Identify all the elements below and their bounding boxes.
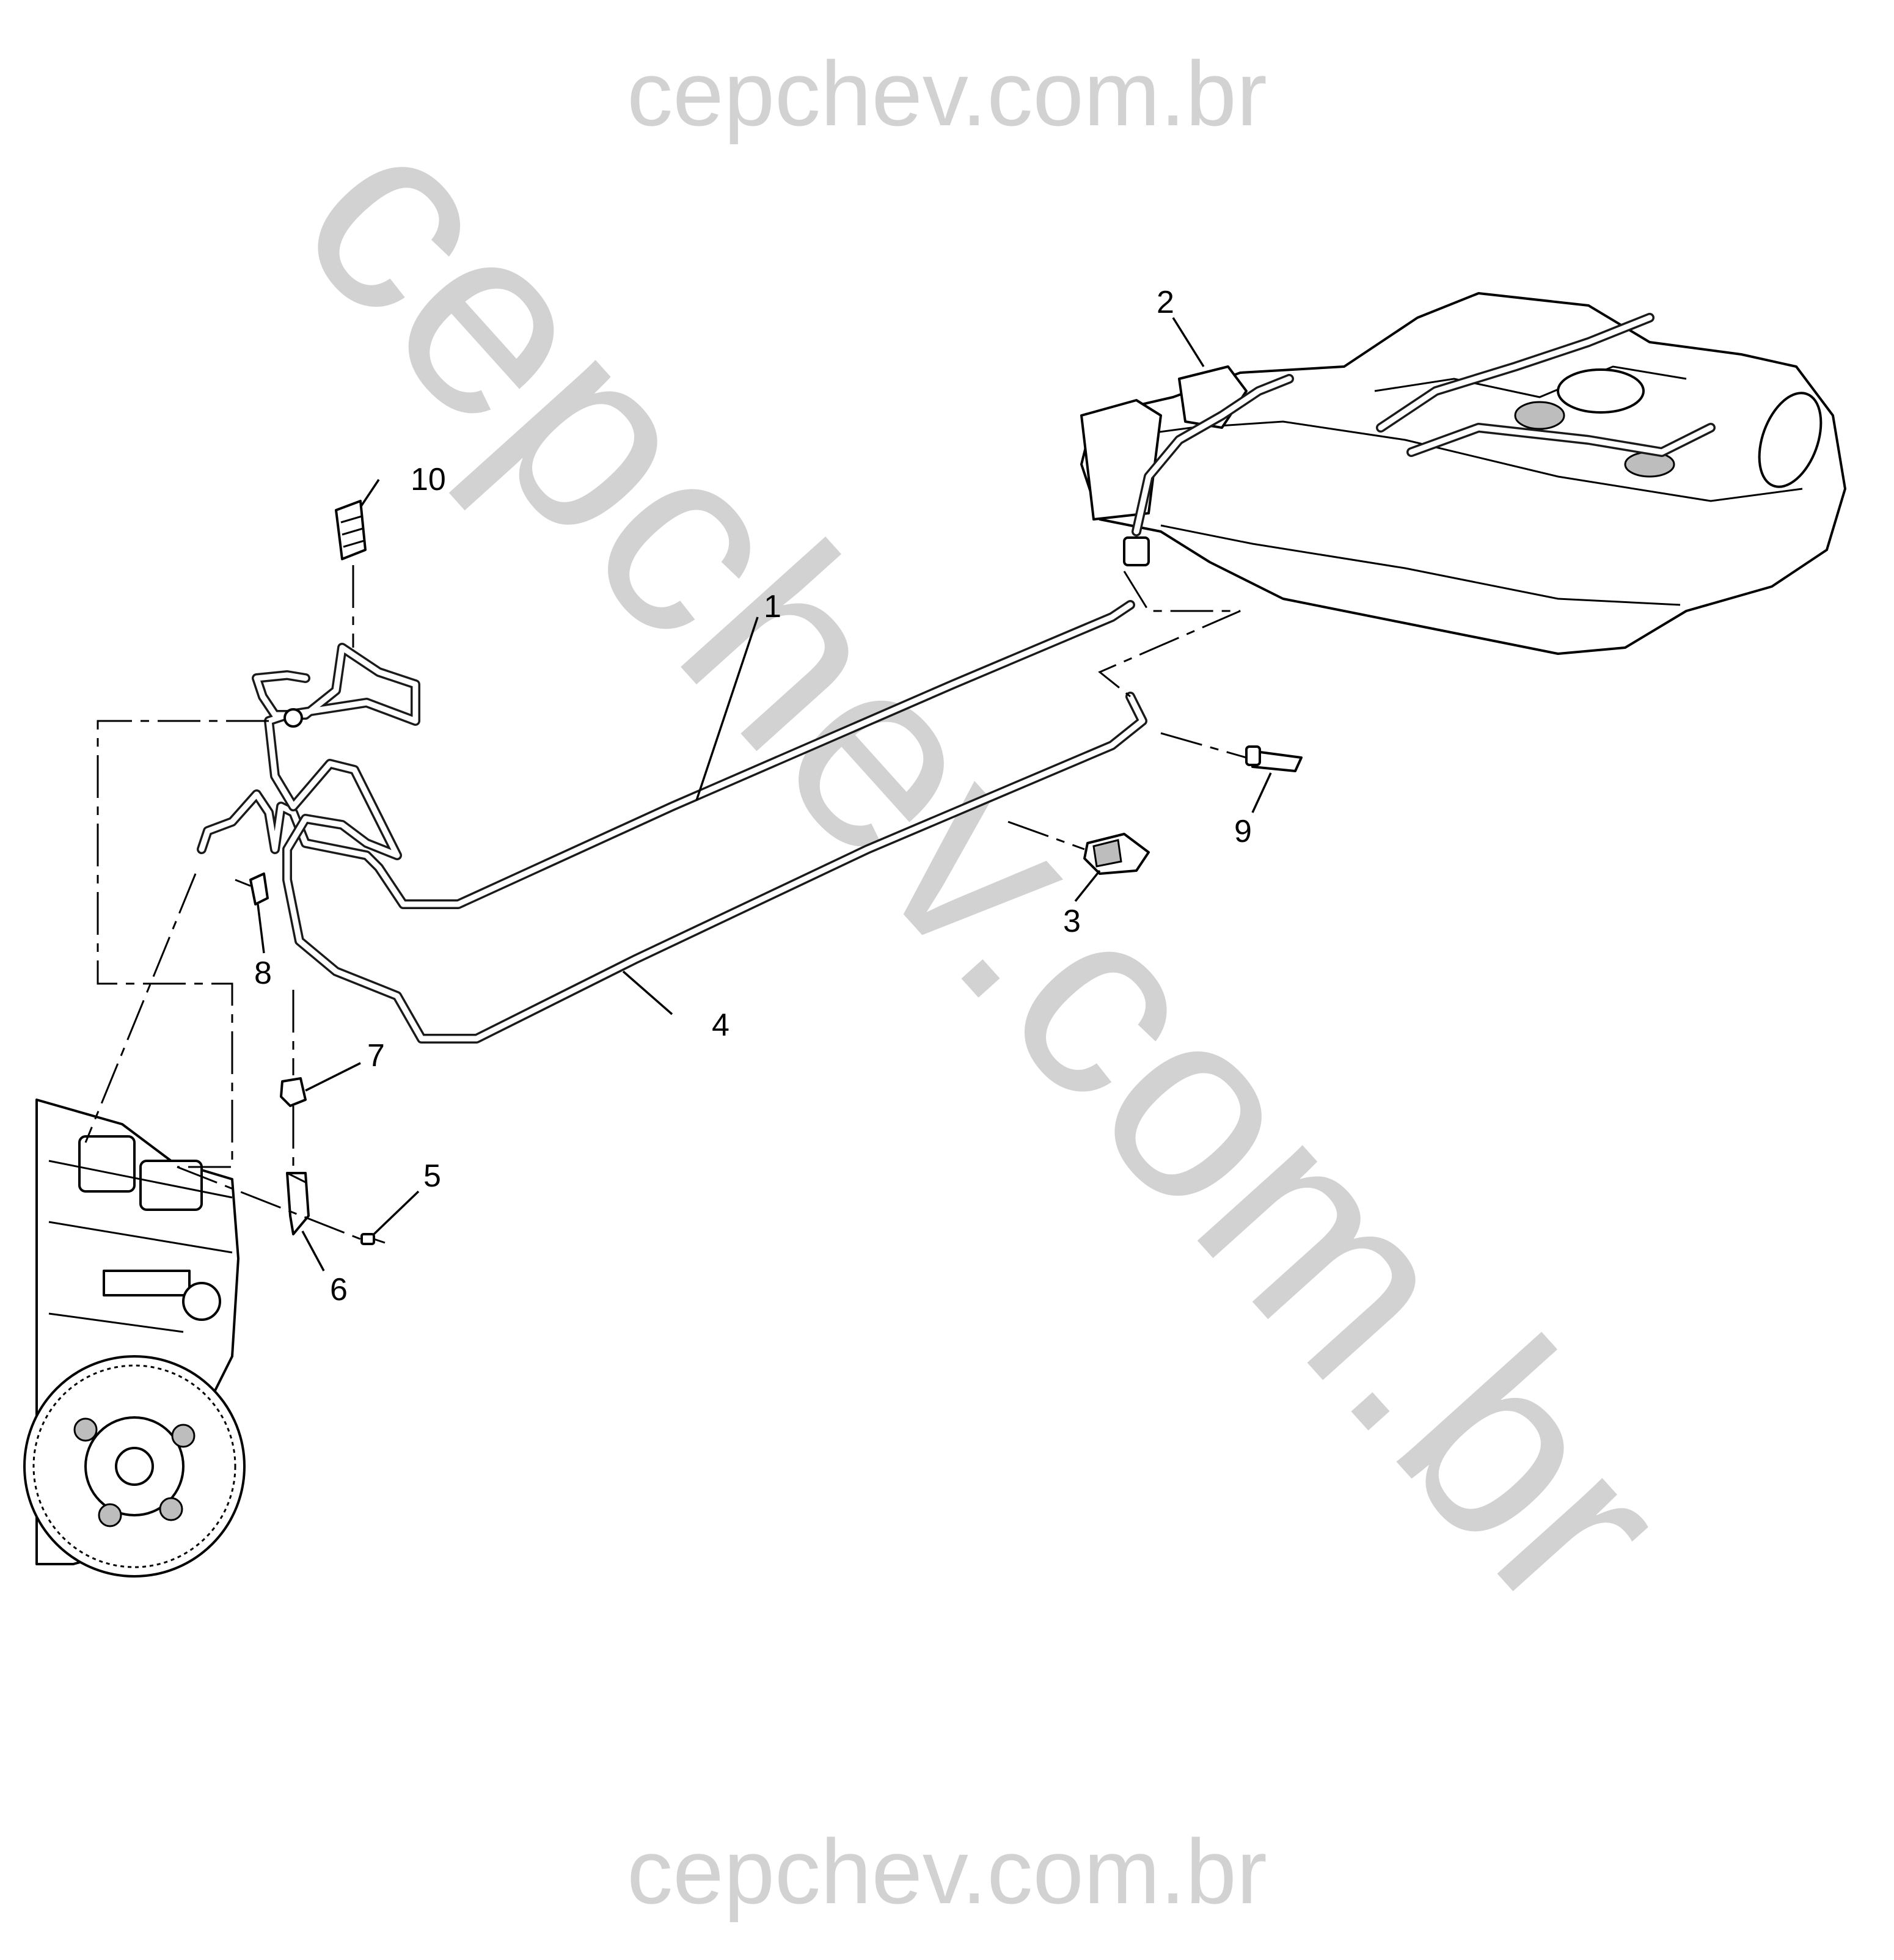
callout-9: 9 <box>1234 814 1252 849</box>
clip-3 <box>1083 833 1150 875</box>
clip-7 <box>280 1077 307 1107</box>
clip-10 <box>335 500 367 560</box>
bracket-6 <box>286 1172 310 1235</box>
callout-8: 8 <box>254 956 272 991</box>
callout-1: 1 <box>764 589 781 624</box>
clip-8 <box>249 872 269 905</box>
bolt-5 <box>360 1233 386 1245</box>
leader-lines <box>84 317 1272 1271</box>
fuel-return-pipe <box>252 643 1147 1044</box>
fuel-feed-pipe <box>197 600 1135 909</box>
callout-2: 2 <box>1157 285 1174 320</box>
fuel-tank <box>1080 292 1846 655</box>
callout-labels: 1 2 3 4 5 6 7 8 9 10 <box>254 285 1252 1307</box>
callout-3: 3 <box>1063 904 1081 939</box>
callout-10: 10 <box>411 462 446 497</box>
callout-4: 4 <box>712 1007 729 1043</box>
engine-block <box>23 1099 246 1578</box>
callout-7: 7 <box>367 1038 385 1073</box>
watermark-top: cepchev.com.br <box>627 42 1267 145</box>
clip-9 <box>1245 745 1303 772</box>
callout-5: 5 <box>423 1158 441 1194</box>
watermark-bottom: cepchev.com.br <box>627 1820 1267 1923</box>
callout-6: 6 <box>330 1272 348 1307</box>
